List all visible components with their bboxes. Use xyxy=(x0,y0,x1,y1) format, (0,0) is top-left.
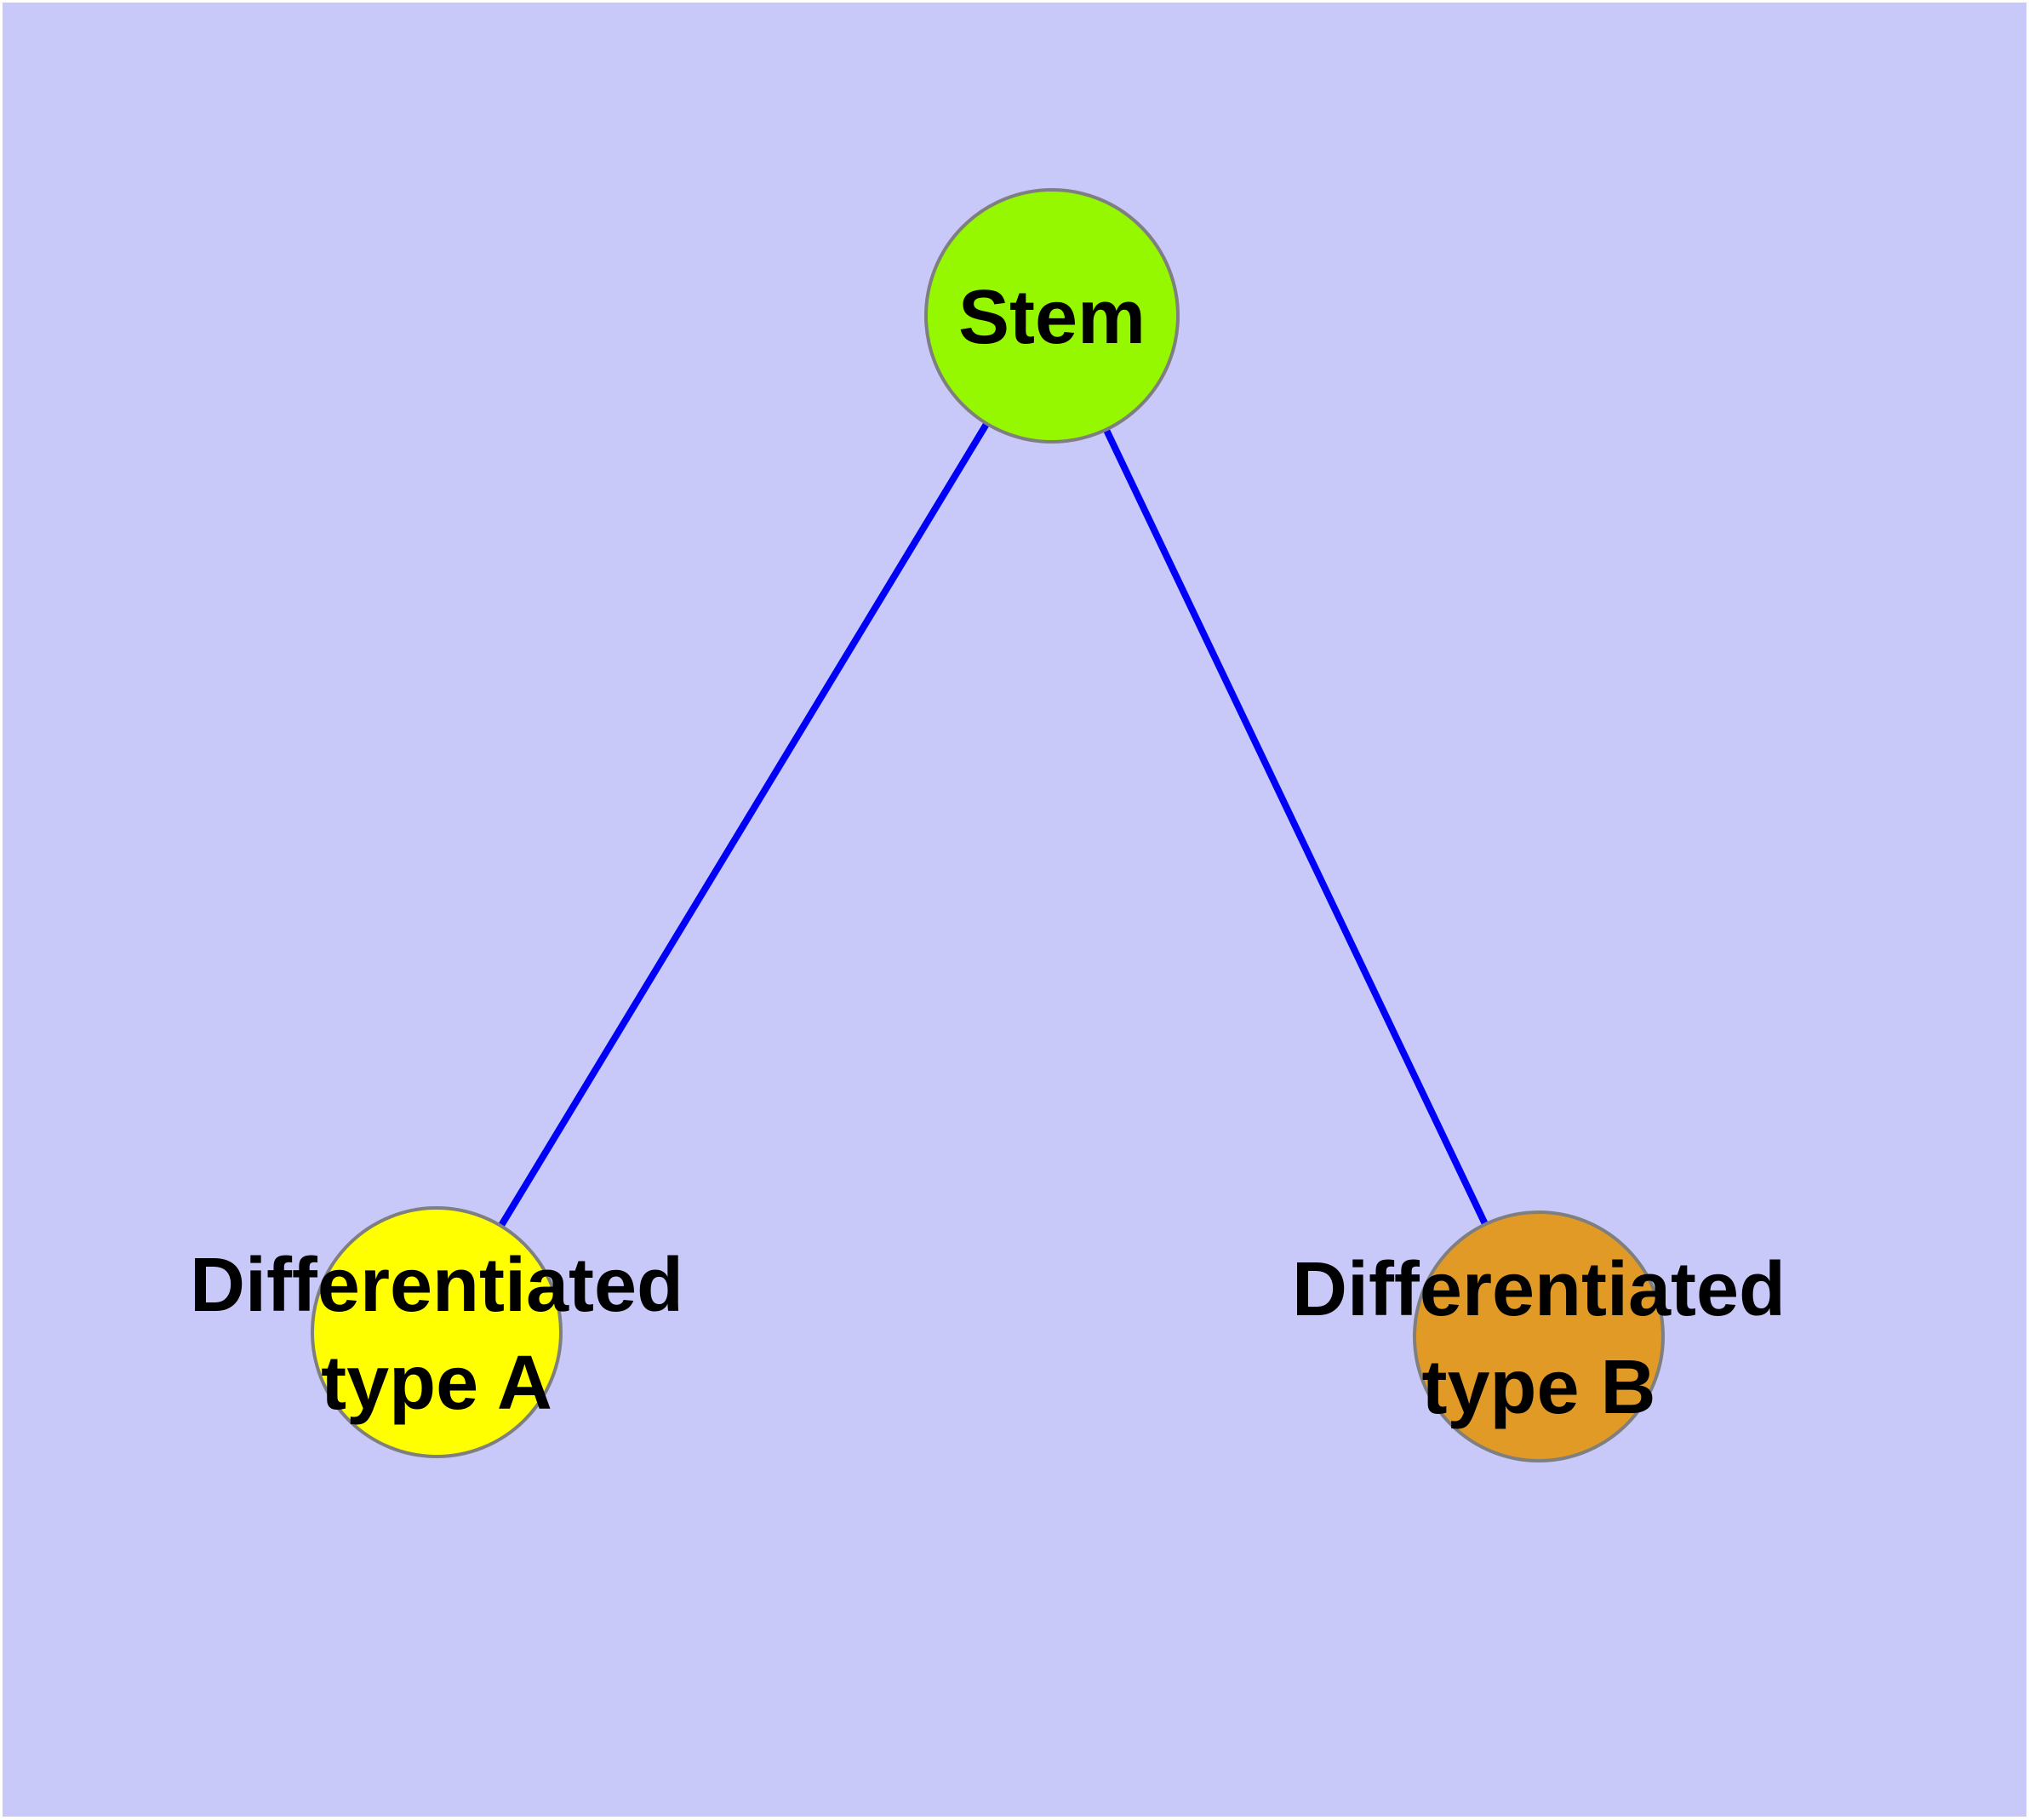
node-stem-label: Stem xyxy=(958,275,1146,360)
node-type-b-label-line2: type B xyxy=(1421,1345,1655,1430)
node-type-a-label-line1: Differentiated xyxy=(190,1243,683,1328)
node-type-b-label-line1: Differentiated xyxy=(1292,1247,1786,1332)
node-type-a-label-line2: type A xyxy=(321,1341,552,1426)
node-stem-circle xyxy=(924,188,1180,444)
node-type-b-circle xyxy=(1413,1210,1665,1462)
edge-stem-to-type-a xyxy=(433,313,1055,1335)
edge-stem-to-type-b xyxy=(1049,314,1542,1338)
node-type-a-circle xyxy=(311,1206,563,1458)
